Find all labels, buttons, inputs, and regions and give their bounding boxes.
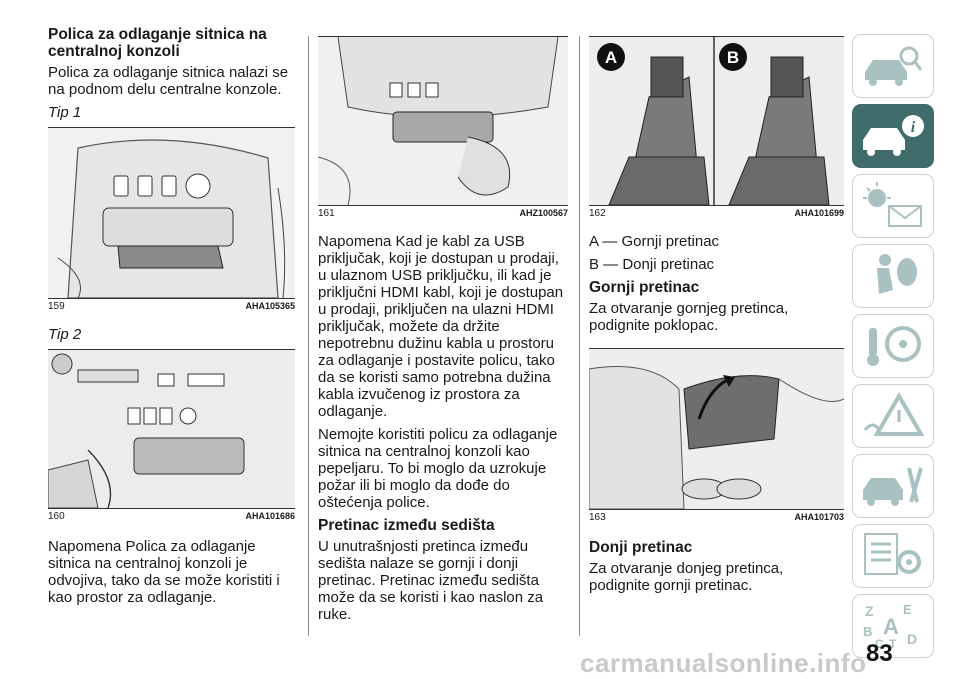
figure-163-number: 163: [589, 512, 606, 523]
tab-car-search[interactable]: [852, 34, 934, 98]
tab-maintenance[interactable]: [852, 454, 934, 518]
column-2: 161 AHZ100567 Napomena Kad je kabl za US…: [318, 26, 568, 629]
section-heading-center-box: Pretinac između sedišta: [318, 517, 495, 534]
section-heading-lower-box: Donji pretinac: [589, 539, 693, 556]
tip-1-label: Tip 1: [48, 104, 82, 121]
alphabet-index-icon: Z E B A C T D: [863, 602, 917, 650]
svg-text:i: i: [911, 119, 916, 136]
chapter-tabs-sidebar: i: [852, 34, 934, 664]
figure-160-code: AHA101686: [245, 511, 295, 521]
figure-163-caption: 163 AHA101703: [589, 510, 844, 523]
column-3: A B 162 AHA101699 A — Gornji pretinac B …: [589, 26, 844, 600]
lower-box-text: Za otvaranje donjeg pretinca, podignite …: [589, 560, 784, 594]
svg-text:E: E: [903, 602, 912, 617]
figure-162-number: 162: [589, 208, 606, 219]
tip-2-label: Tip 2: [48, 326, 82, 343]
column-divider-2: [579, 36, 580, 636]
figure-162-caption: 162 AHA101699: [589, 206, 844, 219]
console-shelf-illustration: [48, 128, 295, 298]
svg-text:C: C: [875, 637, 884, 650]
tab-emergency[interactable]: [852, 384, 934, 448]
figure-160: [48, 349, 295, 509]
legend-a: A — Gornji pretinac: [589, 233, 720, 250]
svg-text:A: A: [883, 614, 899, 639]
label-b-text: B: [727, 48, 739, 67]
airbag-seat-icon: [877, 254, 917, 294]
tab-warning-lights[interactable]: [852, 174, 934, 238]
figure-160-number: 160: [48, 511, 65, 522]
usb-note-text: Napomena Kad je kabl za USB priključak, …: [318, 233, 564, 420]
tab-car-info[interactable]: i: [852, 104, 934, 168]
figure-160-caption: 160 AHA101686: [48, 509, 295, 522]
svg-text:T: T: [889, 637, 897, 650]
tab-safety[interactable]: [852, 244, 934, 308]
tab-index[interactable]: Z E B A C T D: [852, 594, 934, 658]
shelf-intro-text: Polica za odlaganje sitnica nalazi se na…: [48, 64, 289, 98]
column-1: Polica za odlaganje sitnica na centralno…: [48, 26, 295, 612]
usb-cable-storage-illustration: [318, 37, 568, 205]
figure-159-number: 159: [48, 301, 65, 312]
figure-159-caption: 159 AHA105365: [48, 299, 295, 312]
car-info-icon: i: [863, 115, 924, 156]
label-b-badge: [719, 43, 747, 71]
figure-161-caption: 161 AHZ100567: [318, 206, 568, 219]
figure-161: [318, 36, 568, 206]
warning-light-mail-icon: [863, 182, 922, 227]
page-number: 83: [866, 640, 893, 667]
figure-159: [48, 127, 295, 299]
tab-starting-driving[interactable]: [852, 314, 934, 378]
label-a-text: A: [605, 48, 617, 67]
figure-162-legend: A — Gornji pretinac B — Donji pretinac: [589, 233, 844, 273]
figure-163-code: AHA101703: [794, 512, 844, 522]
ashtray-warning-text: Nemojte koristiti policu za odlaganje si…: [318, 426, 558, 511]
section-heading-shelf: Polica za odlaganje sitnica na centralno…: [48, 26, 267, 60]
armrest-compartments-illustration: A B: [589, 37, 844, 205]
car-tools-icon: [863, 467, 923, 506]
shelf-note-text: Napomena Polica za odlaganje sitnica na …: [48, 538, 280, 606]
legend-b: B — Donji pretinac: [589, 256, 715, 273]
figure-162-code: AHA101699: [794, 208, 844, 218]
figure-159-code: AHA105365: [245, 301, 295, 311]
watermark-text: carmanualsonline.info: [580, 648, 867, 678]
armrest-open-illustration: [589, 349, 844, 509]
tab-technical-data[interactable]: [852, 524, 934, 588]
column-divider-1: [308, 36, 309, 636]
triangle-warning-icon: [863, 392, 925, 436]
figure-161-code: AHZ100567: [519, 208, 568, 218]
console-shelf-illustration-2: [48, 350, 295, 508]
svg-text:B: B: [863, 624, 872, 639]
car-search-icon: [865, 46, 923, 86]
label-a-badge: [597, 43, 625, 71]
svg-text:D: D: [907, 631, 917, 647]
figure-163: [589, 348, 844, 510]
key-steering-icon: [867, 326, 921, 366]
figure-162: A B: [589, 36, 844, 206]
checklist-gear-icon: [864, 533, 921, 575]
section-heading-upper-box: Gornji pretinac: [589, 279, 700, 296]
figure-161-number: 161: [318, 208, 335, 219]
svg-text:Z: Z: [865, 603, 874, 619]
center-box-text: U unutrašnjosti pretinca između sedišta …: [318, 538, 544, 623]
upper-box-text: Za otvaranje gornjeg pretinca, podignite…: [589, 300, 789, 334]
